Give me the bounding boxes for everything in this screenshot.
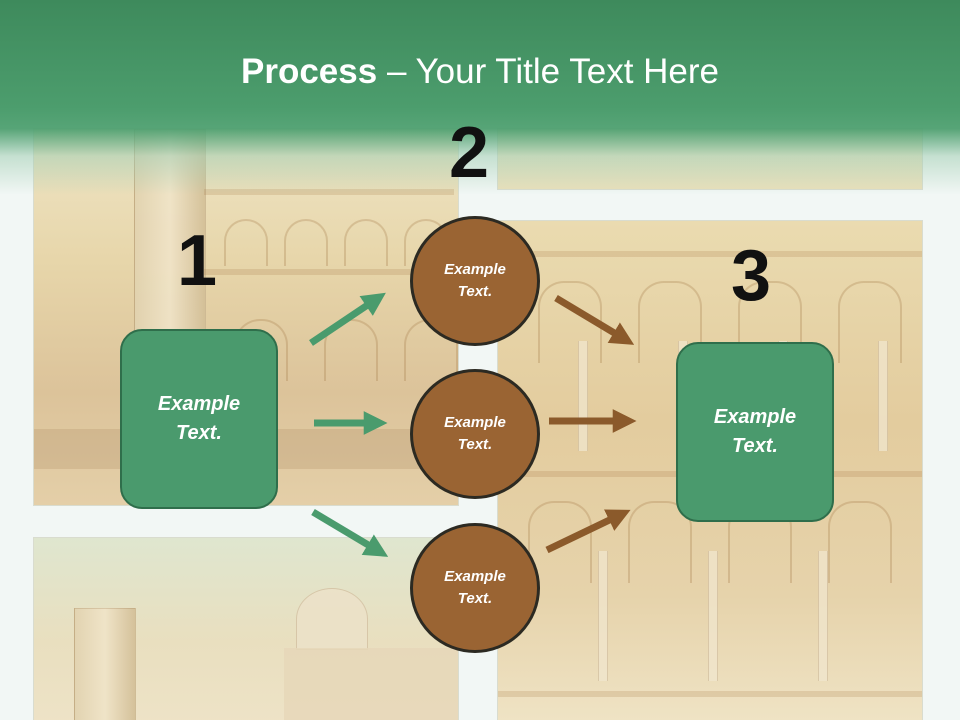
arrow-left-to-bottom xyxy=(311,508,389,557)
title-bold: Process xyxy=(241,52,378,91)
middle-circle-bottom-label: Example Text. xyxy=(444,567,506,608)
right-box-label: Example Text. xyxy=(713,406,797,457)
middle-circle-top-label: Example Text. xyxy=(444,260,506,301)
middle-circle-middle-label: Example Text. xyxy=(444,413,506,454)
middle-circle-top: Example Text. xyxy=(410,216,540,346)
arrow-bottom-to-right xyxy=(545,509,631,554)
arrow-top-to-right xyxy=(554,294,635,345)
middle-circle-bottom: Example Text. xyxy=(410,523,540,653)
step-number-1: 1 xyxy=(177,221,218,301)
title-rest: – Your Title Text Here xyxy=(377,52,719,91)
right-step-box: Example Text. xyxy=(676,342,834,522)
slide-title: Process – Your Title Text Here xyxy=(0,52,960,92)
left-step-box: Example Text. xyxy=(120,329,278,509)
step-number-3: 3 xyxy=(731,236,772,316)
arrow-left-to-top xyxy=(309,292,386,346)
left-box-label: Example Text. xyxy=(157,393,241,444)
step-number-2: 2 xyxy=(449,113,490,193)
middle-circle-middle: Example Text. xyxy=(410,369,540,499)
header-band xyxy=(0,0,960,195)
photo-panel-dome xyxy=(33,537,459,720)
